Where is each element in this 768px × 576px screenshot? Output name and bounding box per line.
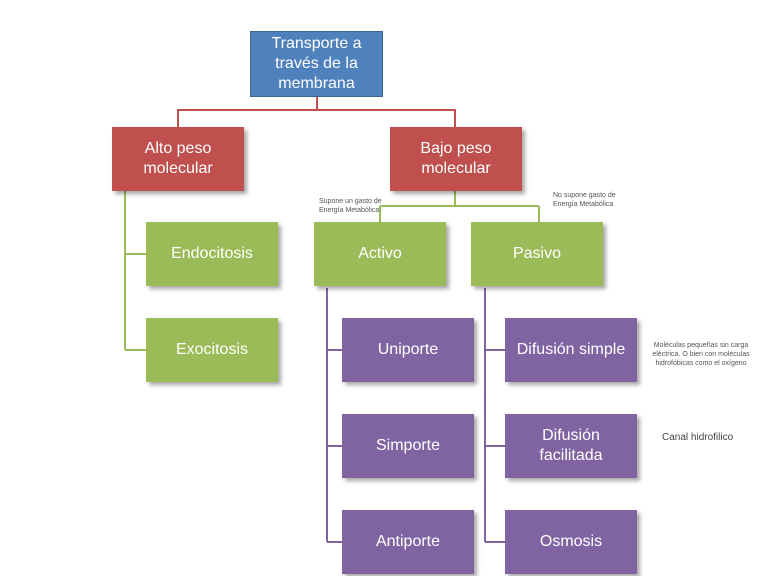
endocitosis-label: Endocitosis — [171, 245, 253, 262]
difusion-simple-label: Difusión simple — [516, 341, 626, 358]
uniporte-node: Uniporte — [342, 318, 474, 382]
pasivo-connector — [484, 288, 505, 543]
alto-peso-label: Alto peso molecular — [143, 140, 213, 177]
simporte-node: Simporte — [342, 414, 474, 478]
uniporte-label: Uniporte — [377, 341, 439, 358]
root-connector — [177, 97, 456, 127]
activo-connector — [326, 288, 342, 543]
root-label: Transporte a través de la membrana — [271, 35, 362, 92]
exocitosis-label: Exocitosis — [175, 341, 249, 358]
antiporte-label: Antiporte — [375, 533, 441, 550]
osmosis-label: Osmosis — [539, 533, 603, 550]
activo-node: Activo — [314, 222, 446, 286]
difusion-facilitada-annotation: Canal hidrofilico — [662, 432, 734, 443]
exocitosis-node: Exocitosis — [146, 318, 278, 382]
bajo-connector — [379, 191, 540, 222]
pasivo-note: No supone gasto de Energía Metabólica — [553, 192, 616, 208]
antiporte-node: Antiporte — [342, 510, 474, 574]
root-node: Transporte a través de la membrana — [250, 31, 383, 97]
alto-connector — [124, 191, 146, 351]
alto-peso-node: Alto peso molecular — [112, 127, 244, 191]
difusion-simple-annotation: Moléculas pequeñas sin carga eléctrica. … — [652, 342, 750, 367]
activo-note: Supone un gasto de Energía Metabólica — [319, 198, 382, 214]
bajo-peso-label: Bajo peso molecular — [420, 140, 492, 177]
simporte-label: Simporte — [375, 437, 441, 454]
pasivo-node: Pasivo — [471, 222, 603, 286]
osmosis-node: Osmosis — [505, 510, 637, 574]
difusion-simple-node: Difusión simple — [505, 318, 637, 382]
pasivo-label: Pasivo — [512, 245, 562, 262]
difusion-facilitada-label: Difusión facilitada — [539, 427, 603, 464]
difusion-facilitada-node: Difusión facilitada — [505, 414, 637, 478]
endocitosis-node: Endocitosis — [146, 222, 278, 286]
activo-label: Activo — [358, 245, 402, 262]
bajo-peso-node: Bajo peso molecular — [390, 127, 522, 191]
